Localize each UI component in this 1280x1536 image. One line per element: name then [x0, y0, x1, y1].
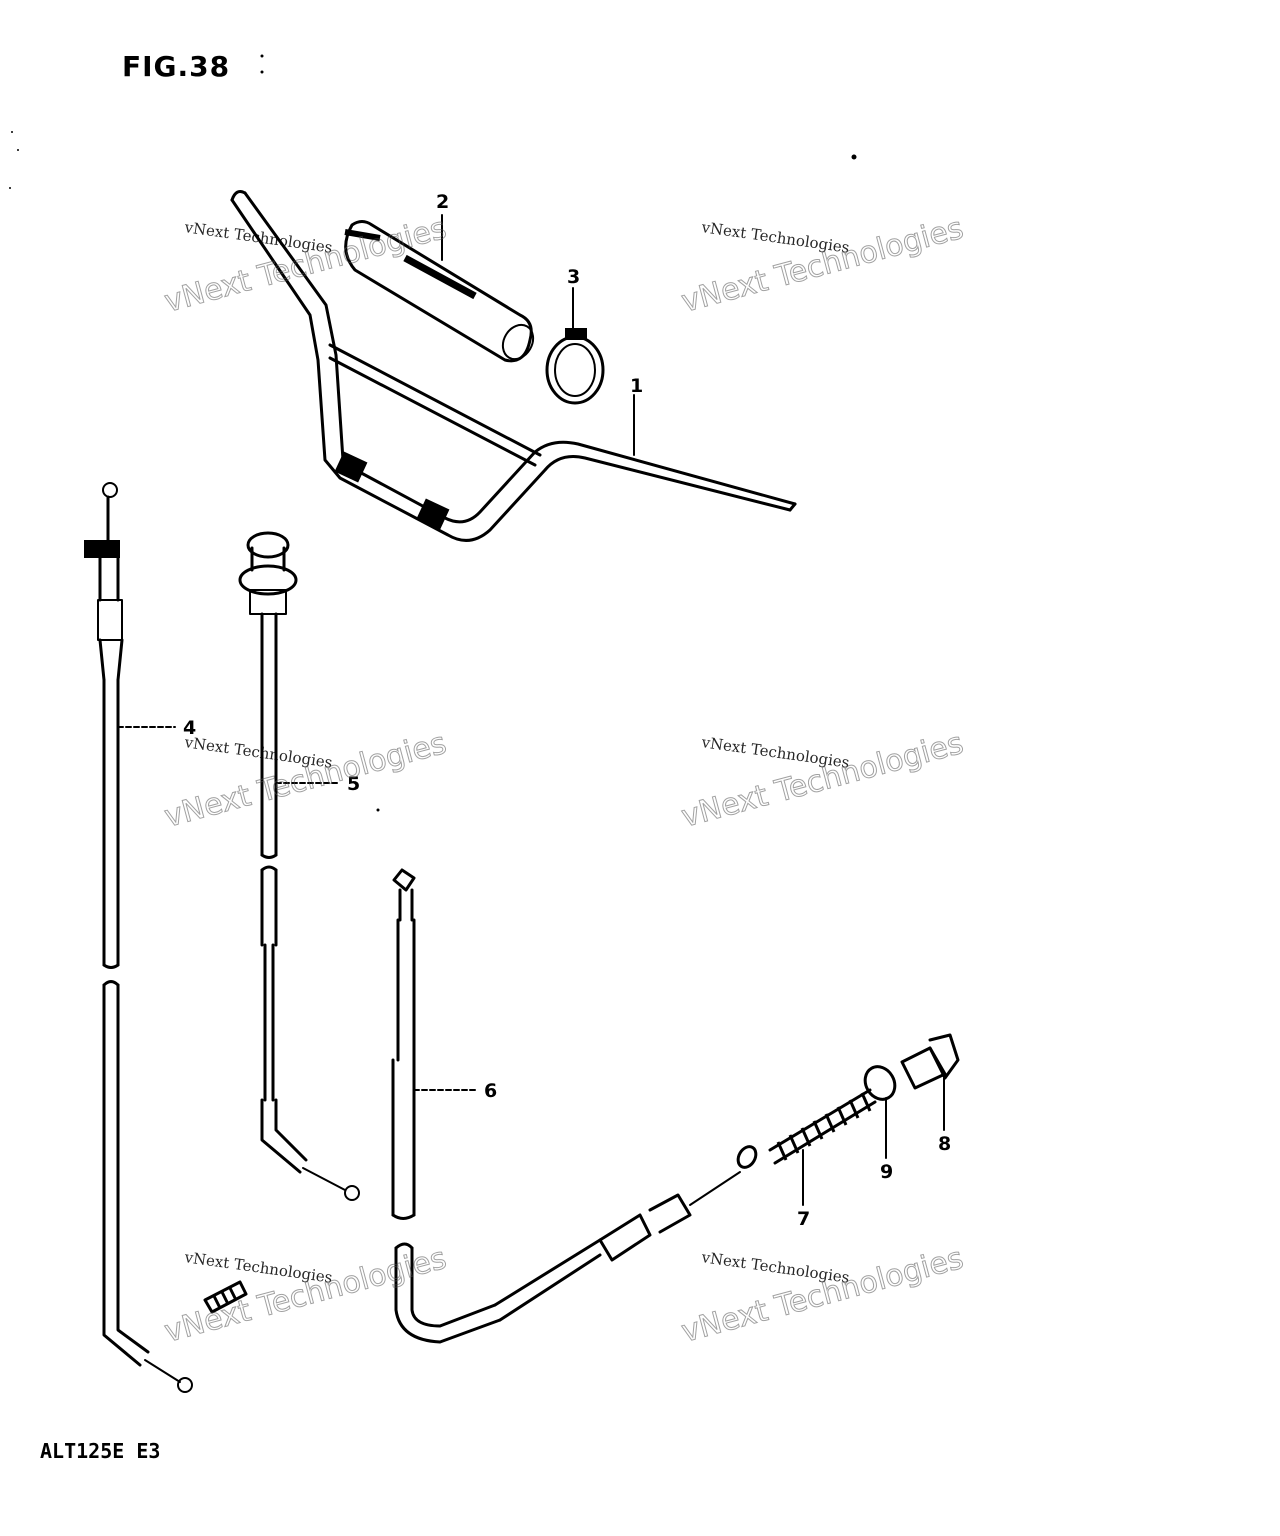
adjuster-bolt-8: [900, 1033, 960, 1090]
callout-4: 4: [183, 717, 196, 739]
pad-clamp: [545, 328, 605, 405]
handlebar-pad: [344, 220, 535, 363]
spring-7: [768, 1088, 877, 1165]
callout-6: 6: [484, 1080, 497, 1102]
watermark-mid-right: vNext Technologies vNext Technologies: [677, 725, 967, 835]
callout-1: 1: [630, 375, 643, 397]
watermark-top-right: vNext Technologies vNext Technologies: [677, 210, 967, 320]
handlebar: [230, 190, 797, 542]
figure-title: FIG.38: [122, 50, 230, 83]
watermark-top-left: vNext Technologies vNext Technologies: [160, 210, 450, 320]
watermark-mid-left: vNext Technologies vNext Technologies: [160, 725, 450, 835]
watermark-bottom-left: vNext Technologies vNext Technologies: [160, 1240, 450, 1350]
leader-lines: [117, 214, 945, 1206]
collar-9: [863, 1065, 897, 1101]
callout-9: 9: [880, 1161, 893, 1183]
callout-7: 7: [797, 1208, 810, 1230]
cable-5: [238, 531, 360, 1201]
loose-fitting: [203, 1280, 248, 1314]
callout-3: 3: [567, 266, 580, 288]
watermark-bottom-right: vNext Technologies vNext Technologies: [677, 1240, 967, 1350]
watermarks: vNext Technologies vNext Technologies vN…: [160, 210, 967, 1350]
callout-5: 5: [347, 773, 360, 795]
cable-6: [391, 868, 758, 1344]
cable-4: [84, 482, 193, 1393]
callouts: 2 3 1 4 5 6 7 9 8: [183, 191, 951, 1230]
model-code: ALT125E E3: [40, 1439, 160, 1463]
callout-8: 8: [938, 1133, 951, 1155]
callout-2: 2: [436, 191, 449, 213]
scan-specks: [9, 54, 857, 812]
